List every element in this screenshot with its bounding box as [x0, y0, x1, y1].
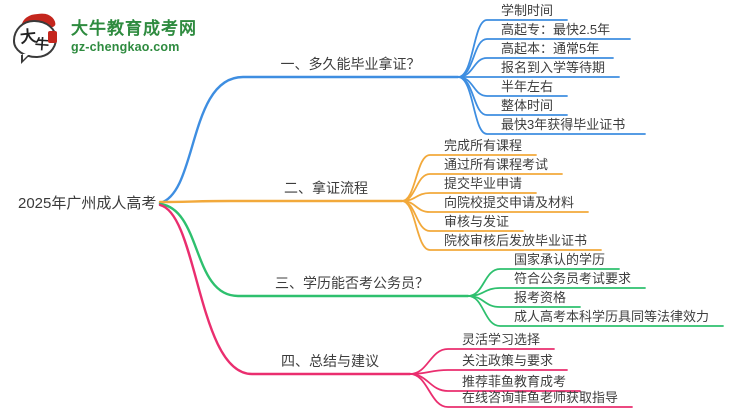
branch-node-3: 三、学历能否考公务员？: [275, 275, 429, 291]
leaf-node: 向院校提交申请及材料: [444, 195, 575, 210]
leaf-node: 审核与发证: [444, 214, 510, 229]
leaf-node: 高起本：通常5年: [501, 41, 600, 56]
branch3-wires: [158, 202, 724, 327]
leaf-node: 最快3年获得毕业证书: [501, 117, 626, 132]
leaf-node: 成人高考本科学历具同等法律效力: [514, 309, 710, 324]
logo-bull-icon: 大 牛: [12, 11, 64, 64]
brand-url: gz-chengkao.com: [71, 40, 180, 54]
leaf-node: 通过所有课程考试: [444, 157, 549, 172]
logo-red-seal: [48, 31, 57, 43]
leaf-node: 符合公务员考试要求: [514, 271, 632, 286]
branch-node-1: 一、多久能毕业拿证？: [280, 56, 421, 72]
branch-node-4: 四、总结与建议: [281, 353, 379, 369]
root-node: 2025年广州成人高考: [18, 195, 157, 212]
leaf-node: 推荐菲鱼教育成考: [462, 374, 567, 389]
brand-name: 大牛教育成考网: [71, 19, 197, 38]
logo-bubble-tail: [21, 54, 30, 64]
leaf-node: 提交毕业申请: [444, 176, 523, 191]
branch-node-2: 二、拿证流程: [284, 180, 368, 196]
leaf-node: 国家承认的学历: [514, 252, 606, 267]
leaf-node: 半年左右: [501, 79, 554, 94]
site-logo: 大 牛 大牛教育成考网 gz-chengkao.com: [12, 11, 197, 64]
brand-text-block: 大牛教育成考网 gz-chengkao.com: [71, 19, 197, 55]
leaf-node: 在线咨询菲鱼老师获取指导: [462, 390, 619, 405]
leaf-node: 完成所有课程: [444, 138, 523, 153]
leaf-node: 报名到入学等待期: [501, 60, 606, 75]
leaf-node: 报考资格: [514, 290, 567, 305]
leaf-node: 高起专：最快2.5年: [501, 22, 611, 37]
leaf-node: 整体时间: [501, 98, 554, 113]
connector-branch2-main: [158, 199, 404, 204]
leaf-node: 学制时间: [501, 3, 554, 18]
leaf-node: 院校审核后发放毕业证书: [444, 233, 588, 248]
leaf-node: 灵活学习选择: [462, 332, 541, 347]
leaf-node: 关注政策与要求: [462, 353, 554, 368]
